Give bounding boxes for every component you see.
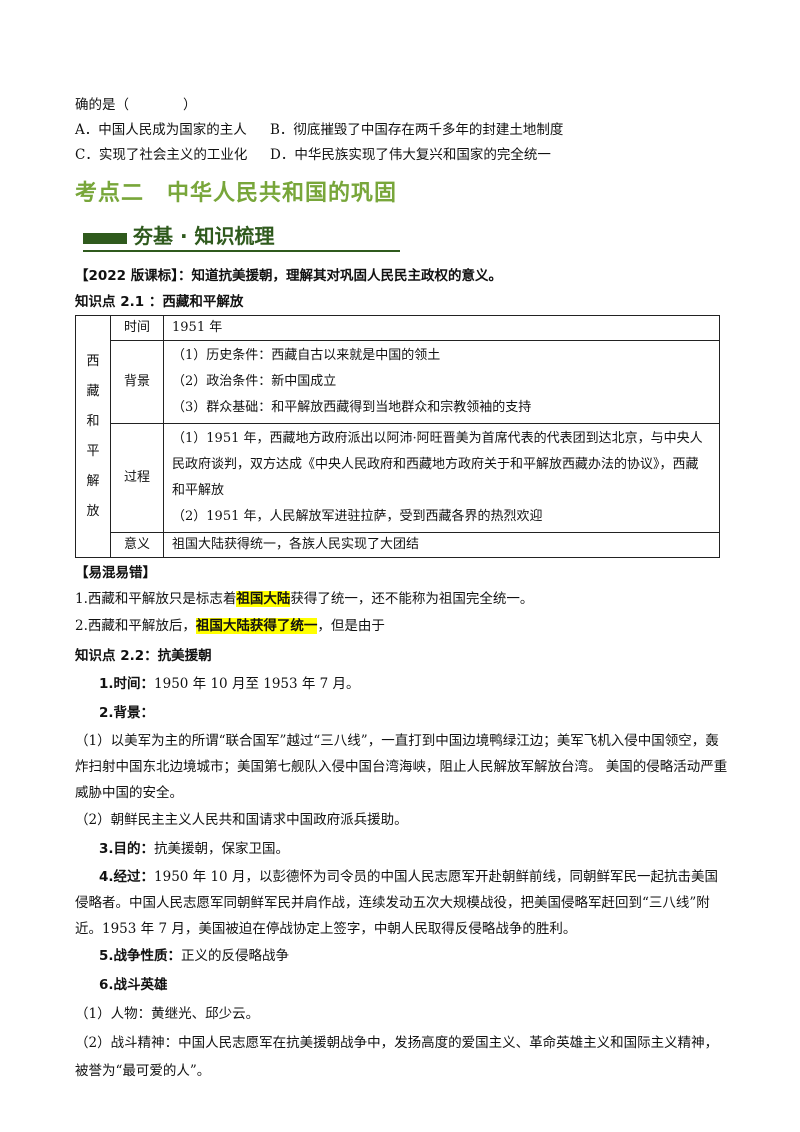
process-line-1: （1）1951 年，西藏地方政府派出以阿沛·阿旺晋美为首席代表的代表团到达北京，…: [172, 431, 703, 498]
banner-underline: [83, 250, 400, 252]
option-c: C．实现了社会主义的工业化: [75, 147, 248, 163]
kp2-hero-label: 6.战斗英雄: [99, 977, 168, 993]
kp2-background-1: （1）以美军为主的所谓“联合国军”越过“三八线”，一直打到中国边境鸭绿江边；美军…: [75, 733, 728, 801]
background-line-1: （1）历史条件：西藏自古以来就是中国的领土: [172, 348, 441, 363]
row-label-background: 背景: [110, 340, 164, 424]
row-content-time: 1951 年: [163, 315, 720, 341]
kp2-hero-2: （2）战斗精神：中国人民志愿军在抗美援朝战争中，发扬高度的爱国主义、革命英雄主义…: [75, 1035, 719, 1079]
confusion-item-1: 1.西藏和平解放只是标志着祖国大陆获得了统一，还不能称为祖国完全统一。: [75, 586, 730, 613]
table-side-label: 西藏和平解放: [75, 315, 111, 558]
nature-text: 正义的反侵略战争: [181, 948, 290, 964]
confusion-2-pre: 2.西藏和平解放后，: [75, 618, 196, 634]
confusion-title: 【易混易错】: [75, 565, 156, 581]
row-label-significance: 意义: [110, 532, 164, 558]
kp2-background-2: （2）朝鲜民主主义人民共和国请求中国政府派兵援助。: [75, 812, 408, 828]
confusion-item-2: 2.西藏和平解放后，祖国大陆获得了统一，但是由于: [75, 613, 730, 640]
row-label-process: 过程: [110, 423, 164, 533]
process-line-2: （2）1951 年，人民解放军进驻拉萨，受到西藏各界的热烈欢迎: [172, 509, 543, 524]
curriculum-standard: 【2022 版课标】：知道抗美援朝，理解其对巩固人民民主政权的意义。: [75, 268, 503, 284]
banner-bar-icon: [83, 233, 127, 244]
question-stem: 确的是（ ）: [75, 97, 197, 113]
table-row: 过程 （1）1951 年，西藏地方政府派出以阿沛·阿旺晋美为首席代表的代表团到达…: [76, 423, 720, 533]
time-line: 1951 年: [172, 320, 223, 335]
kp1-title: 知识点 2.1 ：西藏和平解放: [75, 294, 244, 310]
side-label-text: 西藏和平解放: [86, 353, 100, 519]
kp2-goal: 3.目的：抗美援朝，保家卫国。: [75, 835, 730, 864]
confusion-2-highlight: 祖国大陆获得了统一: [195, 618, 318, 634]
course-label: 4.经过：: [99, 869, 155, 885]
table-row: 意义 祖国大陆获得统一，各族人民实现了大团结: [76, 532, 720, 558]
significance-line: 祖国大陆获得统一，各族人民实现了大团结: [172, 537, 420, 552]
section-title: 考点二 中华人民共和国的巩固: [75, 181, 398, 206]
kp2-background-label: 2.背景：: [99, 705, 155, 721]
row-content-process: （1）1951 年，西藏地方政府派出以阿沛·阿旺晋美为首席代表的代表团到达北京，…: [163, 423, 720, 533]
nature-label: 5.战争性质：: [99, 948, 182, 964]
time-label: 1.时间：: [99, 676, 155, 692]
row-label-time: 时间: [110, 315, 164, 341]
option-b: B．彻底摧毁了中国存在两千多年的封建土地制度: [270, 122, 564, 138]
option-a: A．中国人民成为国家的主人: [75, 122, 247, 138]
option-d: D．中华民族实现了伟大复兴和国家的完全统一: [270, 147, 551, 163]
goal-text: 抗美援朝，保家卫国。: [154, 841, 290, 857]
banner-title: 夯基 · 知识梳理: [133, 224, 275, 248]
row-content-significance: 祖国大陆获得统一，各族人民实现了大团结: [163, 532, 720, 558]
table-row: 西藏和平解放 时间 1951 年: [75, 315, 720, 558]
background-line-2: （2）政治条件：新中国成立: [172, 374, 337, 389]
option-row-1: A．中国人民成为国家的主人 B．彻底摧毁了中国存在两千多年的封建土地制度: [75, 118, 730, 143]
knowledge-banner: 夯基 · 知识梳理: [75, 217, 730, 257]
kp2-time: 1.时间：1950 年 10 月至 1953 年 7 月。: [75, 670, 730, 699]
table-row: 背景 （1）历史条件：西藏自古以来就是中国的领土 （2）政治条件：新中国成立 （…: [76, 340, 720, 424]
course-text: 1950 年 10 月，以彭德怀为司令员的中国人民志愿军开赴朝鲜前线，同朝鲜军民…: [75, 869, 718, 937]
tibet-table: 西藏和平解放 时间 1951 年 背景 （1）历史条件：西藏自古以来就是中国的领…: [75, 315, 720, 558]
document-content: 确的是（ ） A．中国人民成为国家的主人 B．彻底摧毁了中国存在两千多年的封建土…: [75, 93, 730, 1085]
kp2-title: 知识点 2.2：抗美援朝: [75, 648, 212, 664]
confusion-1-highlight: 祖国大陆: [236, 591, 291, 607]
time-text: 1950 年 10 月至 1953 年 7 月。: [154, 676, 360, 692]
confusion-2-post: ，但是由于: [317, 618, 385, 634]
background-line-3: （3）群众基础：和平解放西藏得到当地群众和宗教领袖的支持: [172, 400, 532, 415]
row-content-background: （1）历史条件：西藏自古以来就是中国的领土 （2）政治条件：新中国成立 （3）群…: [163, 340, 720, 424]
kp2-course: 4.经过：1950 年 10 月，以彭德怀为司令员的中国人民志愿军开赴朝鲜前线，…: [75, 864, 730, 942]
kp2-hero-1: （1）人物：黄继光、邱少云。: [75, 1006, 260, 1022]
kp2-nature: 5.战争性质：正义的反侵略战争: [75, 942, 730, 971]
confusion-1-pre: 1.西藏和平解放只是标志着: [75, 591, 237, 607]
confusion-1-post: 获得了统一，还不能称为祖国完全统一。: [290, 591, 534, 607]
goal-label: 3.目的：: [99, 841, 155, 857]
option-row-2: C．实现了社会主义的工业化 D．中华民族实现了伟大复兴和国家的完全统一: [75, 143, 730, 168]
